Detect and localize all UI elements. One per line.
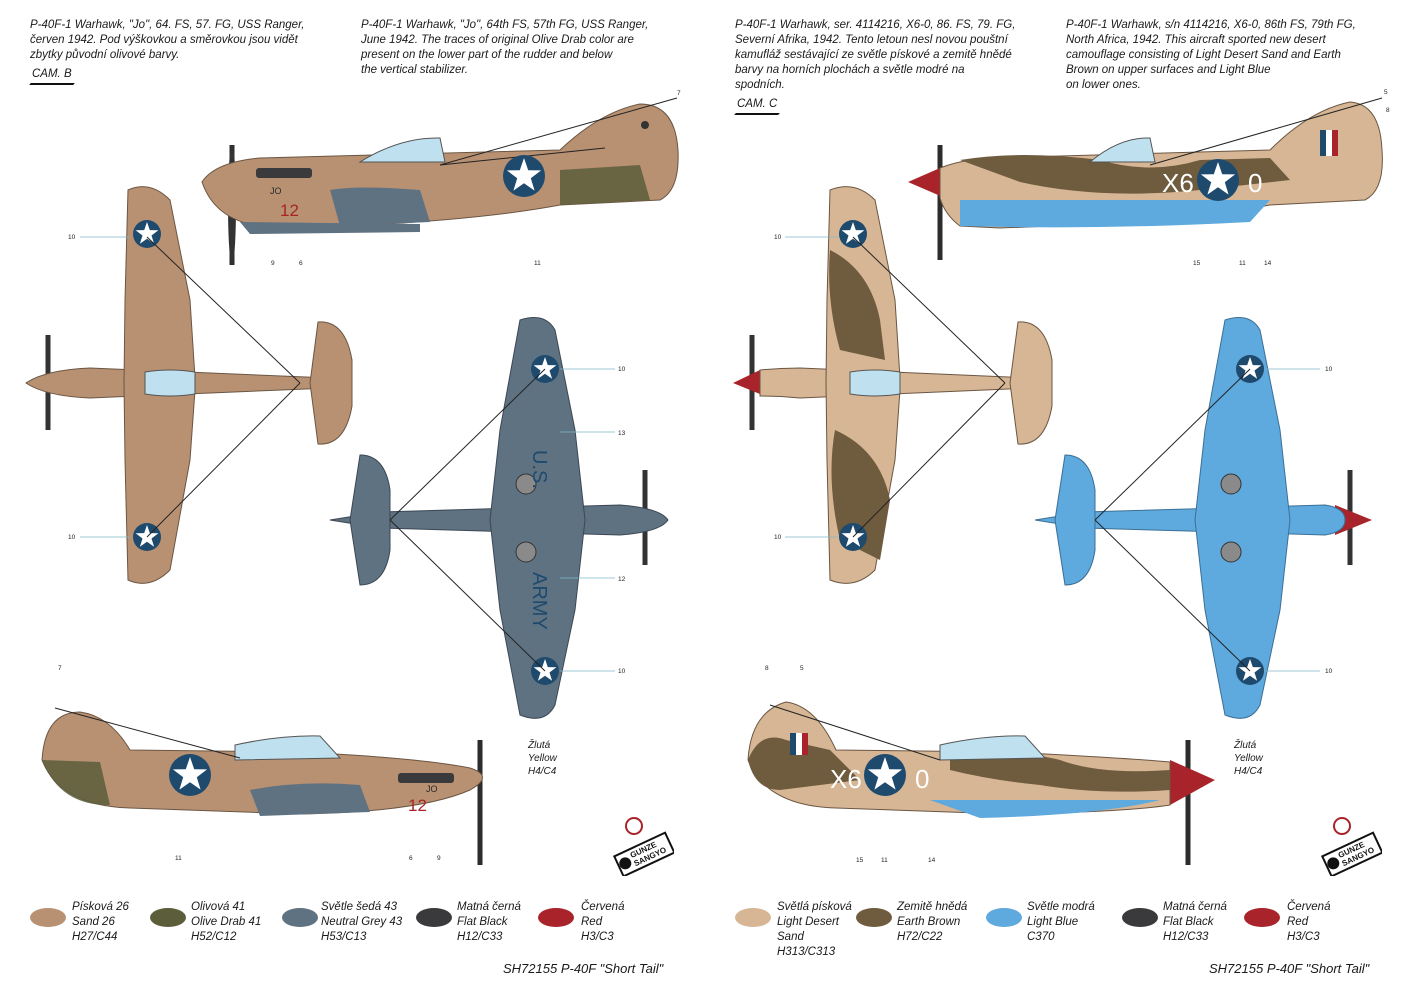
svg-text:15: 15 xyxy=(856,857,864,864)
swatch-earth-brown xyxy=(856,908,892,927)
code-jo-bottom: JO xyxy=(426,784,438,794)
code-0-bottom: 0 xyxy=(915,764,929,794)
code-x6-bottom: X6 xyxy=(830,764,862,794)
legend-neutral-grey: Světle šedá 43 Neutral Grey 43 H53/C13 xyxy=(321,901,403,943)
svg-text:8: 8 xyxy=(1386,107,1390,114)
svg-text:8: 8 xyxy=(765,665,769,672)
legend-olive-drab: Olivová 41 Olive Drab 41 H52/C12 xyxy=(191,901,262,943)
svg-text:11: 11 xyxy=(1239,260,1246,267)
svg-text:9: 9 xyxy=(437,855,441,862)
caption-left-en: P-40F-1 Warhawk, "Jo", 64th FS, 57th FG,… xyxy=(361,19,649,76)
legend-sand: Písková 26 Sand 26 H27/C44 xyxy=(72,901,129,943)
callouts-left: 7 9 6 11 10 10 10 13 12 10 7 11 6 9 xyxy=(58,90,681,862)
swatch-flat-black-left xyxy=(416,908,452,927)
svg-text:7: 7 xyxy=(58,665,62,672)
svg-text:7: 7 xyxy=(677,90,681,97)
left-side-profile-top: 12 JO xyxy=(201,97,679,265)
svg-text:11: 11 xyxy=(175,855,182,862)
swatch-light-desert-sand xyxy=(735,908,771,927)
svg-text:10: 10 xyxy=(1325,366,1333,373)
callouts-right: 5 8 15 11 14 10 10 10 10 8 5 15 11 14 xyxy=(765,89,1390,864)
swatch-light-blue xyxy=(986,908,1022,927)
code-0-top: 0 xyxy=(1248,168,1262,198)
left-planform-lower: U.S. ARMY xyxy=(329,317,669,719)
code-12-top: 12 xyxy=(280,201,299,220)
svg-text:5: 5 xyxy=(1384,89,1388,96)
wing-army-text: ARMY xyxy=(528,572,550,630)
svg-text:10: 10 xyxy=(1325,668,1333,675)
legend-red-right: Červená Red H3/C3 xyxy=(1287,901,1331,943)
right-side-profile-bottom: X6 0 xyxy=(747,701,1215,865)
cam-label-right: CAM. C xyxy=(737,98,778,110)
svg-text:14: 14 xyxy=(1264,260,1272,267)
svg-text:10: 10 xyxy=(68,234,76,241)
gunze-logo-right: GUNZE SANGYO xyxy=(1320,817,1382,876)
cam-label-left: CAM. B xyxy=(32,68,72,80)
svg-text:9: 9 xyxy=(271,260,275,267)
wing-us-text: U.S. xyxy=(528,450,550,489)
svg-text:12: 12 xyxy=(618,576,626,583)
svg-text:10: 10 xyxy=(774,534,782,541)
svg-text:10: 10 xyxy=(68,534,76,541)
right-planform-upper xyxy=(733,186,1053,584)
swatch-neutral-grey xyxy=(282,908,318,927)
legend-flat-black-left: Matná černá Flat Black H12/C33 xyxy=(457,901,521,943)
svg-text:10: 10 xyxy=(774,234,782,241)
svg-text:10: 10 xyxy=(618,668,626,675)
caption-right-cz: P-40F-1 Warhawk, ser. 4114216, X6-0, 86.… xyxy=(735,19,1016,91)
svg-text:10: 10 xyxy=(618,366,626,373)
legend-earth-brown: Zemitě hnědá Earth Brown H72/C22 xyxy=(897,901,968,943)
svg-text:6: 6 xyxy=(299,260,303,267)
swatch-flat-black-right xyxy=(1122,908,1158,927)
legend-light-desert-sand: Světlá písková Light Desert Sand H313/C3… xyxy=(777,901,852,958)
svg-text:11: 11 xyxy=(881,857,888,864)
yellow-note-left: Žlutá Yellow H4/C4 xyxy=(528,740,557,777)
swatch-red-left xyxy=(538,908,574,927)
legend-flat-black-right: Matná černá Flat Black H12/C33 xyxy=(1163,901,1227,943)
svg-text:6: 6 xyxy=(409,855,413,862)
gunze-logo-left: GUNZE SANGYO xyxy=(612,817,674,876)
caption-right-en: P-40F-1 Warhawk, s/n 4114216, X6-0, 86th… xyxy=(1066,19,1356,91)
code-x6-top: X6 xyxy=(1162,168,1194,198)
yellow-note-right: Žlutá Yellow H4/C4 xyxy=(1234,740,1263,777)
svg-text:14: 14 xyxy=(928,857,936,864)
right-planform-lower xyxy=(1034,317,1372,719)
svg-text:5: 5 xyxy=(800,665,804,672)
swatch-sand xyxy=(30,908,66,927)
left-planform-upper xyxy=(25,186,353,584)
swatch-olive-drab xyxy=(150,908,186,927)
right-side-profile-top: X6 0 xyxy=(908,97,1383,260)
left-side-profile-bottom: 12 JO xyxy=(41,707,483,865)
footer-left: SH72155 P-40F "Short Tail" xyxy=(503,961,664,976)
svg-text:13: 13 xyxy=(618,430,626,437)
code-12-bottom: 12 xyxy=(408,796,427,815)
swatch-red-right xyxy=(1244,908,1280,927)
svg-text:15: 15 xyxy=(1193,260,1201,267)
svg-text:11: 11 xyxy=(534,260,541,267)
legend-light-blue: Světle modrá Light Blue C370 xyxy=(1027,901,1095,943)
footer-right: SH72155 P-40F "Short Tail" xyxy=(1209,961,1370,976)
code-jo-top: JO xyxy=(270,186,282,196)
caption-left-cz: P-40F-1 Warhawk, "Jo", 64. FS, 57. FG, U… xyxy=(30,19,305,61)
legend-red-left: Červená Red H3/C3 xyxy=(581,901,625,943)
